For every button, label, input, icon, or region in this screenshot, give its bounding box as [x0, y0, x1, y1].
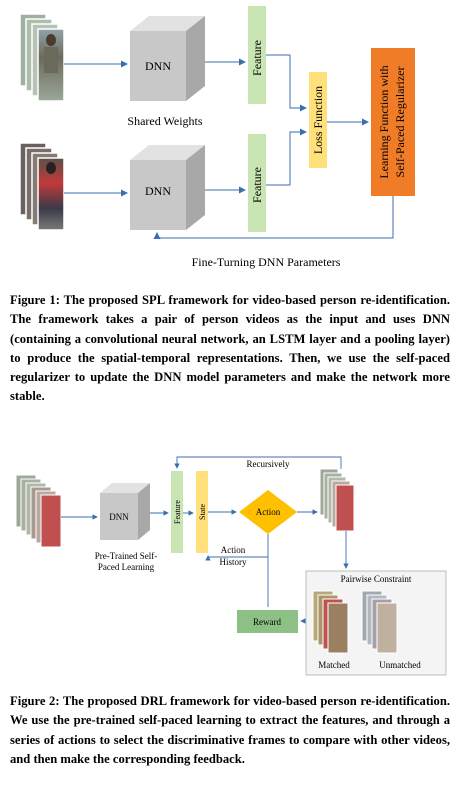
figure-1-caption: Figure 1: The proposed SPL framework for…: [10, 293, 450, 404]
pairwise-label: Pairwise Constraint: [341, 574, 412, 584]
feature-bar: Feature: [171, 471, 183, 553]
loss-function-box: Loss Function: [309, 72, 327, 168]
state-label: State: [198, 504, 207, 520]
dnn-label-top: DNN: [145, 59, 171, 73]
feature-label-bottom: Feature: [250, 167, 264, 203]
dnn-cube: DNN: [100, 483, 150, 540]
shared-weights-label: Shared Weights: [127, 114, 202, 128]
output-frames-stack: [319, 468, 355, 532]
unmatched-label: Unmatched: [379, 660, 421, 670]
figure-1: DNN DNN Shared Weights Feature Feature L…: [0, 0, 459, 285]
state-bar: State: [196, 471, 208, 553]
dnn-label-bottom: DNN: [145, 184, 171, 198]
action-history-line2: History: [220, 557, 248, 567]
recursively-label: Recursively: [247, 459, 290, 469]
dnn-label: DNN: [109, 512, 129, 522]
feature-bar-bottom: Feature: [248, 134, 266, 232]
person-video-top: [19, 13, 65, 102]
figure-2-diagram: DNN Pre-Trained Self- Paced Learning Fea…: [15, 456, 447, 676]
input-frames-stack: [15, 474, 62, 548]
unmatched-frames: [361, 590, 398, 654]
reward-box: Reward: [237, 610, 298, 633]
pretrained-line1: Pre-Trained Self-: [95, 551, 157, 561]
action-label: Action: [256, 507, 281, 517]
fine-tuning-label: Fine-Turning DNN Parameters: [192, 255, 341, 269]
figure-2: DNN Pre-Trained Self- Paced Learning Fea…: [0, 453, 459, 678]
pairwise-constraint-panel: Pairwise Constraint Matched Unmatched: [305, 570, 447, 676]
dnn-cube-bottom: DNN: [130, 145, 205, 230]
person-video-bottom: [19, 142, 65, 231]
action-history-line1: Action: [221, 545, 246, 555]
reward-label: Reward: [253, 617, 281, 627]
dnn-cube-top: DNN: [130, 16, 205, 101]
figure-2-arrows: [61, 456, 349, 624]
matched-frames: [312, 590, 349, 654]
feature-label: Feature: [173, 500, 182, 524]
learning-function-box: Learning Function with Self-Paced Regula…: [371, 48, 415, 196]
figure-1-arrows: [64, 54, 394, 239]
pretrained-line2: Paced Learning: [98, 562, 155, 572]
action-diamond: Action: [239, 490, 297, 534]
figure-1-diagram: DNN DNN Shared Weights Feature Feature L…: [19, 6, 415, 269]
learning-function-line2: Self-Paced Regularizer: [393, 67, 407, 178]
learning-function-line1: Learning Function with: [377, 65, 391, 178]
loss-function-label: Loss Function: [311, 86, 325, 154]
feature-bar-top: Feature: [248, 6, 266, 104]
figure-2-caption: Figure 2: The proposed DRL framework for…: [10, 694, 450, 766]
feature-label-top: Feature: [250, 40, 264, 76]
matched-label: Matched: [318, 660, 350, 670]
